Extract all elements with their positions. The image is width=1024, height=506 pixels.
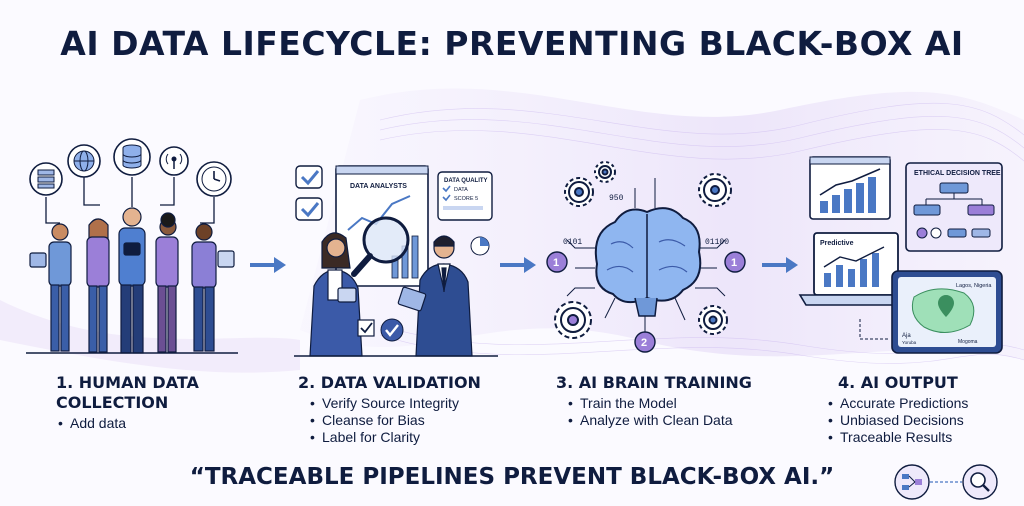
map-tablet: Lagos, Nigeria Aja Yoruba Mogoma [891,270,1003,354]
gear-icon [554,301,592,339]
pipeline-icon [894,464,930,500]
stage1-illustration [26,138,238,354]
stage3-illustration: 0101 01100 950 1 1 2 [546,161,746,353]
clock-icon [196,161,232,197]
svg-text:Yoruba: Yoruba [902,340,917,345]
step-4-item: Unbiased Decisions [826,412,968,429]
svg-text:Lagos, Nigeria: Lagos, Nigeria [956,283,992,289]
svg-text:Mogoma: Mogoma [958,339,978,345]
gear-icon [698,305,728,335]
step-2-title: 2. DATA VALIDATION [298,373,481,392]
brain-icon [594,207,702,317]
people-group [29,207,235,354]
globe-icon [67,144,101,178]
pie-chart-icon [470,236,490,256]
step-3-item: Train the Model [566,395,752,412]
step-1-title-line2: COLLECTION [56,393,169,412]
database-icon [113,138,151,176]
gear-icon [564,177,594,207]
stage2-illustration: DATA ANALYSTS DATA QUALITY DATA SCORE 5 [294,165,498,357]
flow-arrow-2 [500,257,536,273]
gear-icon [698,173,732,207]
step-4: 4. AI OUTPUT Accurate Predictions Unbias… [828,373,968,446]
magnifier-icon [351,216,410,277]
inspect-icon [962,464,998,500]
svg-text:Aja: Aja [902,333,911,339]
svg-text:1: 1 [553,257,559,269]
svg-text:DATA QUALITY: DATA QUALITY [444,178,488,184]
decision-tree-card: ETHICAL DECISION TREE [905,162,1003,252]
footer-icons [894,464,998,500]
svg-text:Predictive: Predictive [820,240,854,247]
step-1-title: 1. HUMAN DATA [56,373,199,392]
closing-quote: “TRACEABLE PIPELINES PREVENT BLACK-BOX A… [189,464,835,490]
svg-text:SCORE 5: SCORE 5 [454,196,478,202]
stage4-illustration: ETHICAL DECISION TREE Predictive Lagos, … [798,156,1003,354]
step-3-item: Analyze with Clean Data [566,412,752,429]
flow-arrow-1 [250,257,286,273]
check-icon [295,165,323,189]
step-1-item: Add data [56,415,199,432]
gear-icon [594,161,616,183]
step-4-item: Accurate Predictions [826,395,968,412]
chart-monitor [809,156,891,220]
svg-text:2: 2 [641,337,647,349]
board-label: DATA ANALYSTS [350,183,407,190]
svg-text:0101: 0101 [563,238,582,247]
page-title: AI DATA LIFECYCLE: PREVENTING BLACK-BOX … [60,24,964,63]
step-2: 2. DATA VALIDATION Verify Source Integri… [298,373,481,446]
svg-text:01100: 01100 [705,238,729,247]
step-3-title: 3. AI BRAIN TRAINING [556,373,752,392]
laptop: Predictive [798,232,914,306]
step-2-item: Verify Source Integrity [308,395,481,412]
step-4-item: Traceable Results [826,429,968,446]
step-3: 3. AI BRAIN TRAINING Train the Model Ana… [556,373,752,429]
svg-text:ETHICAL DECISION TREE: ETHICAL DECISION TREE [914,170,1001,177]
broadcast-icon [159,146,189,176]
step-2-item: Label for Clarity [308,429,481,446]
step-1: 1. HUMAN DATA COLLECTION Add data [56,373,199,432]
data-quality-card: DATA QUALITY DATA SCORE 5 [437,171,493,221]
step-2-item: Cleanse for Bias [308,412,481,429]
svg-text:DATA: DATA [454,187,468,193]
server-icon [29,162,63,196]
step-4-title: 4. AI OUTPUT [838,373,958,392]
svg-text:1: 1 [731,257,737,269]
check-icon [295,197,323,221]
flow-arrow-3 [762,257,798,273]
svg-text:950: 950 [609,194,624,203]
